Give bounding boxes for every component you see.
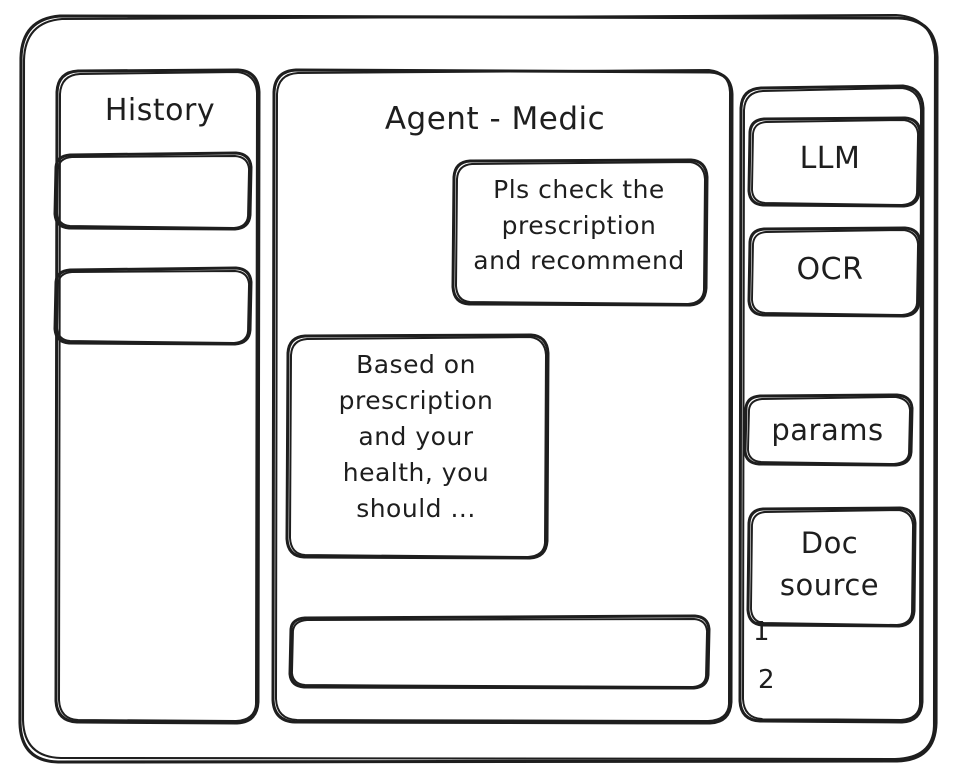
panel-llm-label: LLM <box>799 141 861 176</box>
panel-doc-source-label: Doc source <box>779 526 880 603</box>
user-message-text: Pls check the prescription and recommend <box>473 175 685 275</box>
history-item-1[interactable] <box>55 153 252 230</box>
panel-params-label: params <box>771 413 884 447</box>
page-title: Agent - Medic <box>384 101 606 137</box>
history-sidebar-title: History <box>104 93 216 128</box>
panel-ocr-label: OCR <box>796 252 864 287</box>
message-composer-input[interactable] <box>290 616 710 689</box>
doc-source-list-item-2[interactable]: 2 <box>758 665 776 695</box>
history-item-2[interactable] <box>55 268 252 345</box>
assistant-message-text: Based on prescription and your health, y… <box>338 350 494 523</box>
doc-source-list-item-1[interactable]: 1 <box>753 617 771 647</box>
